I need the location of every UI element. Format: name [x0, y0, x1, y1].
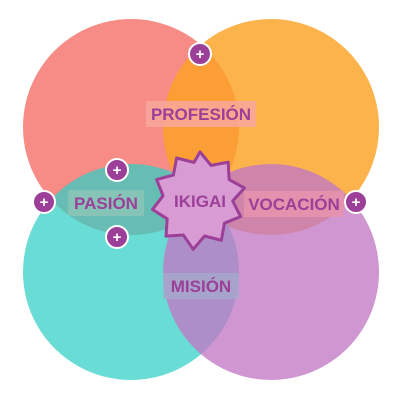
plus-button-upper-left[interactable]: +: [105, 158, 129, 182]
label-bg-mision: [163, 273, 239, 299]
plus-icon: +: [113, 229, 122, 246]
label-profesion: PROFESIÓN: [151, 105, 251, 124]
label-bg-profesion: [146, 101, 256, 127]
plus-icon: +: [196, 46, 205, 63]
label-pasion: PASIÓN: [74, 194, 138, 213]
label-bg-vocacion: [244, 191, 344, 217]
label-mision: MISIÓN: [171, 277, 231, 296]
label-vocacion: VOCACIÓN: [248, 195, 340, 214]
plus-button-top[interactable]: +: [188, 42, 212, 66]
label-bg-pasion: [68, 190, 144, 216]
center-starburst: [151, 150, 246, 251]
plus-icon: +: [352, 194, 361, 211]
center-label: IKIGAI: [174, 192, 226, 211]
plus-icon: +: [40, 194, 49, 211]
plus-button-right[interactable]: +: [344, 190, 368, 214]
plus-button-lower-left[interactable]: +: [105, 225, 129, 249]
plus-icon: +: [113, 162, 122, 179]
plus-button-left[interactable]: +: [32, 190, 56, 214]
